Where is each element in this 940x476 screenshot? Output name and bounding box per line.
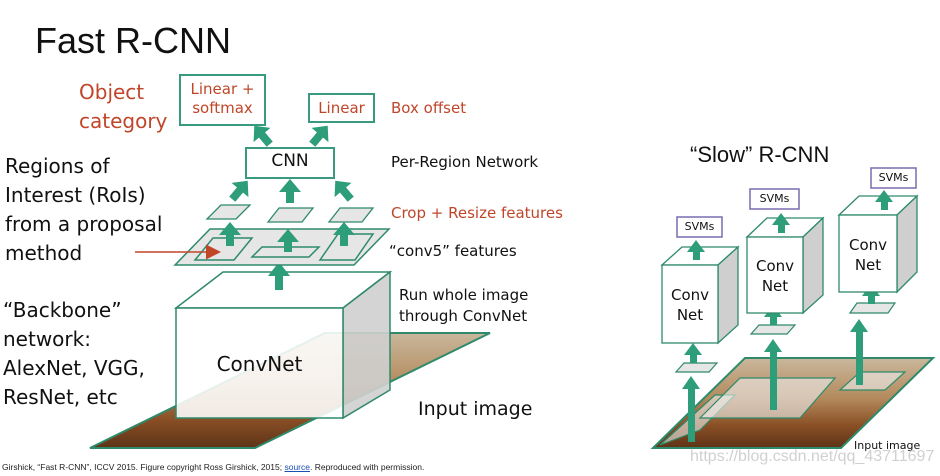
svm-box-2-border (749, 188, 800, 210)
backbone-line-1: “Backbone” (3, 298, 122, 322)
slow-warped-1 (674, 362, 719, 373)
svm-box-1: SVMs (684, 220, 715, 233)
svm-box-3: SVMs (878, 171, 909, 184)
slow-cube-3-label: Conv Net (839, 235, 897, 275)
svm-box-2: SVMs (759, 192, 790, 205)
run-whole-image-line-2: through ConvNet (399, 307, 528, 325)
slow-warped-2 (749, 324, 797, 335)
rois-line-1: Regions of (5, 154, 110, 178)
convnet-cube-front (175, 307, 344, 419)
svm-box-3-border (870, 167, 917, 189)
conv5-features-label: “conv5” features (389, 242, 517, 260)
rois-line-2: Interest (RoIs) (5, 183, 146, 207)
object-category-line-1: Object (79, 80, 145, 104)
box-offset-label: Box offset (391, 99, 467, 117)
citation-prefix: Girshick, “Fast R-CNN”, ICCV 2015. Figur… (2, 462, 285, 472)
per-region-network-label: Per-Region Network (391, 153, 539, 171)
cube-3-line-1: Conv (848, 236, 888, 254)
linear-softmax-box: Linear + softmax (180, 80, 265, 118)
source-link[interactable]: source (284, 462, 310, 472)
run-whole-image-label: Run whole image through ConvNet (399, 285, 528, 327)
linear-box: Linear (318, 99, 365, 117)
input-image-label: Input image (418, 398, 533, 420)
arrows-cnn-to-heads (253, 125, 329, 147)
linear-box-border (308, 93, 375, 123)
slow-cube-3-front (838, 214, 898, 293)
backbone-line-2: network: (3, 327, 91, 351)
run-whole-image-line-1: Run whole image (399, 286, 529, 304)
arrow-convnet-to-conv5 (268, 262, 290, 290)
roi-box-2 (250, 246, 321, 258)
citation-suffix: . Reproduced with permission. (309, 462, 425, 472)
slow-cube-2-front (746, 236, 804, 314)
cube-1-line-2: Net (676, 306, 704, 324)
slow-arrows-from-image (682, 319, 868, 442)
rois-line-4: method (5, 241, 83, 265)
svm-box-1-border (676, 216, 723, 238)
slow-cube-1-label: Conv Net (662, 285, 718, 325)
crop-feature-1 (205, 204, 252, 220)
cube-2-line-1: Conv (755, 257, 795, 275)
cube-2-line-2: Net (761, 277, 789, 295)
fast-rcnn-title: Fast R-CNN (35, 20, 231, 61)
roi-box-3 (318, 233, 375, 261)
watermark: https://blog.csdn.net/qq_43711697 (690, 448, 935, 465)
cnn-box: CNN (271, 151, 309, 171)
slow-region-2 (698, 377, 837, 419)
slow-warped-3 (848, 302, 897, 314)
backbone-label: “Backbone” network: AlexNet, VGG, ResNet… (3, 296, 145, 412)
slow-arrows-to-svms (687, 190, 893, 260)
linear-softmax-line-1: Linear + (190, 80, 255, 98)
arrows-crops-to-cnn (229, 179, 354, 203)
slow-rcnn-title: “Slow” R-CNN (690, 142, 830, 167)
rois-label: Regions of Interest (RoIs) from a propos… (5, 152, 162, 268)
crop-feature-3 (327, 207, 375, 223)
convnet-label: ConvNet (216, 352, 303, 376)
cube-3-line-2: Net (854, 256, 882, 274)
linear-softmax-line-2: softmax (192, 99, 253, 117)
object-category-label: Object category (79, 78, 167, 136)
cube-1-line-1: Conv (670, 286, 710, 304)
cnn-box-border (245, 147, 335, 179)
object-category-line-2: category (79, 109, 168, 133)
backbone-line-3: AlexNet, VGG, (3, 356, 145, 380)
slow-input-image-label: Input image (854, 439, 921, 452)
citation-footer: Girshick, “Fast R-CNN”, ICCV 2015. Figur… (2, 462, 424, 472)
rois-line-3: from a proposal (5, 212, 163, 236)
crop-resize-label: Crop + Resize features (391, 204, 563, 222)
backbone-line-4: ResNet, etc (3, 385, 118, 409)
slow-cube-2-label: Conv Net (747, 256, 803, 296)
slow-cube-1-front (661, 264, 719, 344)
linear-softmax-box-border (179, 74, 266, 126)
arrows-conv5-to-crops (219, 222, 355, 252)
crop-feature-2 (266, 207, 315, 223)
